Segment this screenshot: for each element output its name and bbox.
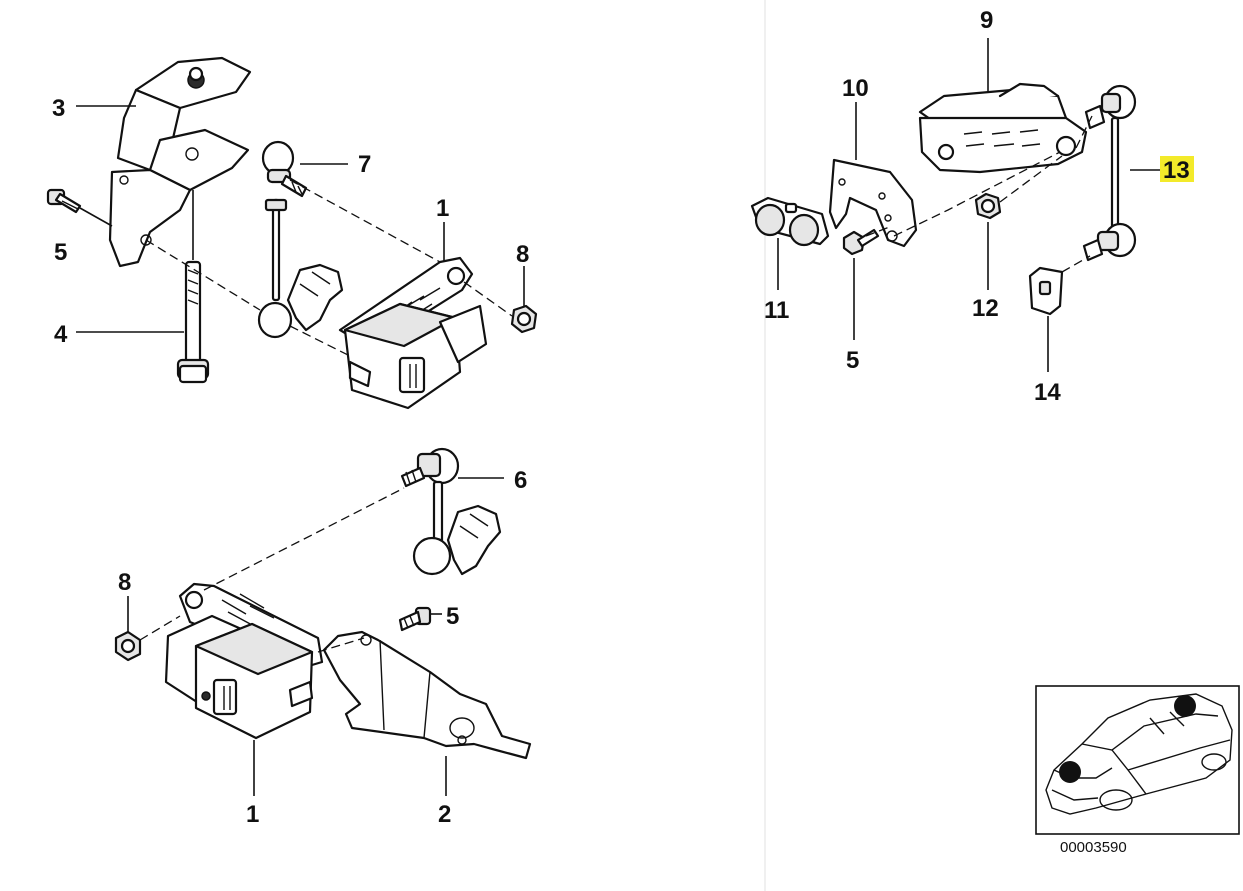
dash-tl-3	[289, 325, 351, 357]
callout-14: 14	[1034, 379, 1061, 406]
callout-6: 6	[514, 467, 527, 494]
highlight-13	[1160, 156, 1194, 182]
long-bolt-part-4	[176, 260, 210, 384]
car-location-inset	[1035, 685, 1240, 835]
callout-8: 8	[516, 241, 529, 268]
bolt-part-5	[46, 188, 82, 214]
dash-tr-2	[865, 225, 893, 237]
dash-tr-5	[1061, 255, 1091, 273]
nut-part-8	[510, 304, 538, 334]
dash-tl-1	[145, 239, 261, 311]
callout-1: 1	[436, 195, 449, 222]
dash-tr-1	[893, 151, 1061, 237]
callout-4: 4	[54, 321, 68, 348]
dash-bl-2	[139, 615, 181, 641]
callout-2: 2	[438, 801, 451, 828]
callout-12: 12	[972, 295, 999, 322]
link-rod-part-13	[1082, 84, 1137, 262]
callout-5-lower: 5	[446, 603, 459, 630]
callout-3: 3	[52, 95, 65, 122]
diagram-code: 00003590	[1060, 839, 1127, 856]
height-sensor-part-1	[338, 256, 488, 410]
callout-1-lower: 1	[246, 801, 259, 828]
nut-part-8-lower	[114, 630, 142, 662]
callout-8-lower: 8	[118, 569, 131, 596]
callout-5-right: 5	[846, 347, 859, 374]
marker-front	[1059, 761, 1081, 783]
dash-tr-3	[999, 155, 1063, 203]
dash-bl-1	[203, 487, 405, 591]
marker-rear	[1174, 695, 1196, 717]
callout-7: 7	[358, 151, 371, 178]
link-rod-part-7	[257, 140, 344, 339]
pad-part-11	[750, 196, 830, 247]
clip-part-14	[1028, 266, 1064, 316]
callout-11: 11	[764, 297, 789, 324]
bracket-part-3	[108, 56, 252, 268]
callout-10: 10	[842, 75, 869, 102]
leader-5	[79, 207, 113, 227]
height-sensor-part-1-lower	[164, 582, 324, 740]
callout-9: 9	[980, 7, 993, 34]
link-rod-part-6	[400, 447, 502, 576]
bolt-part-5-lower	[398, 606, 432, 632]
dash-tl-4	[463, 281, 513, 317]
dash-tr-4	[1075, 115, 1093, 149]
nut-part-12	[974, 192, 1002, 220]
callout-13: 13	[1163, 157, 1190, 184]
bracket-part-10	[828, 158, 918, 248]
callout-5: 5	[54, 239, 67, 266]
bracket-part-2	[322, 630, 532, 760]
height-sensor-part-9	[918, 82, 1088, 174]
dash-tl-2	[289, 179, 441, 263]
dash-bl-3	[317, 637, 365, 653]
